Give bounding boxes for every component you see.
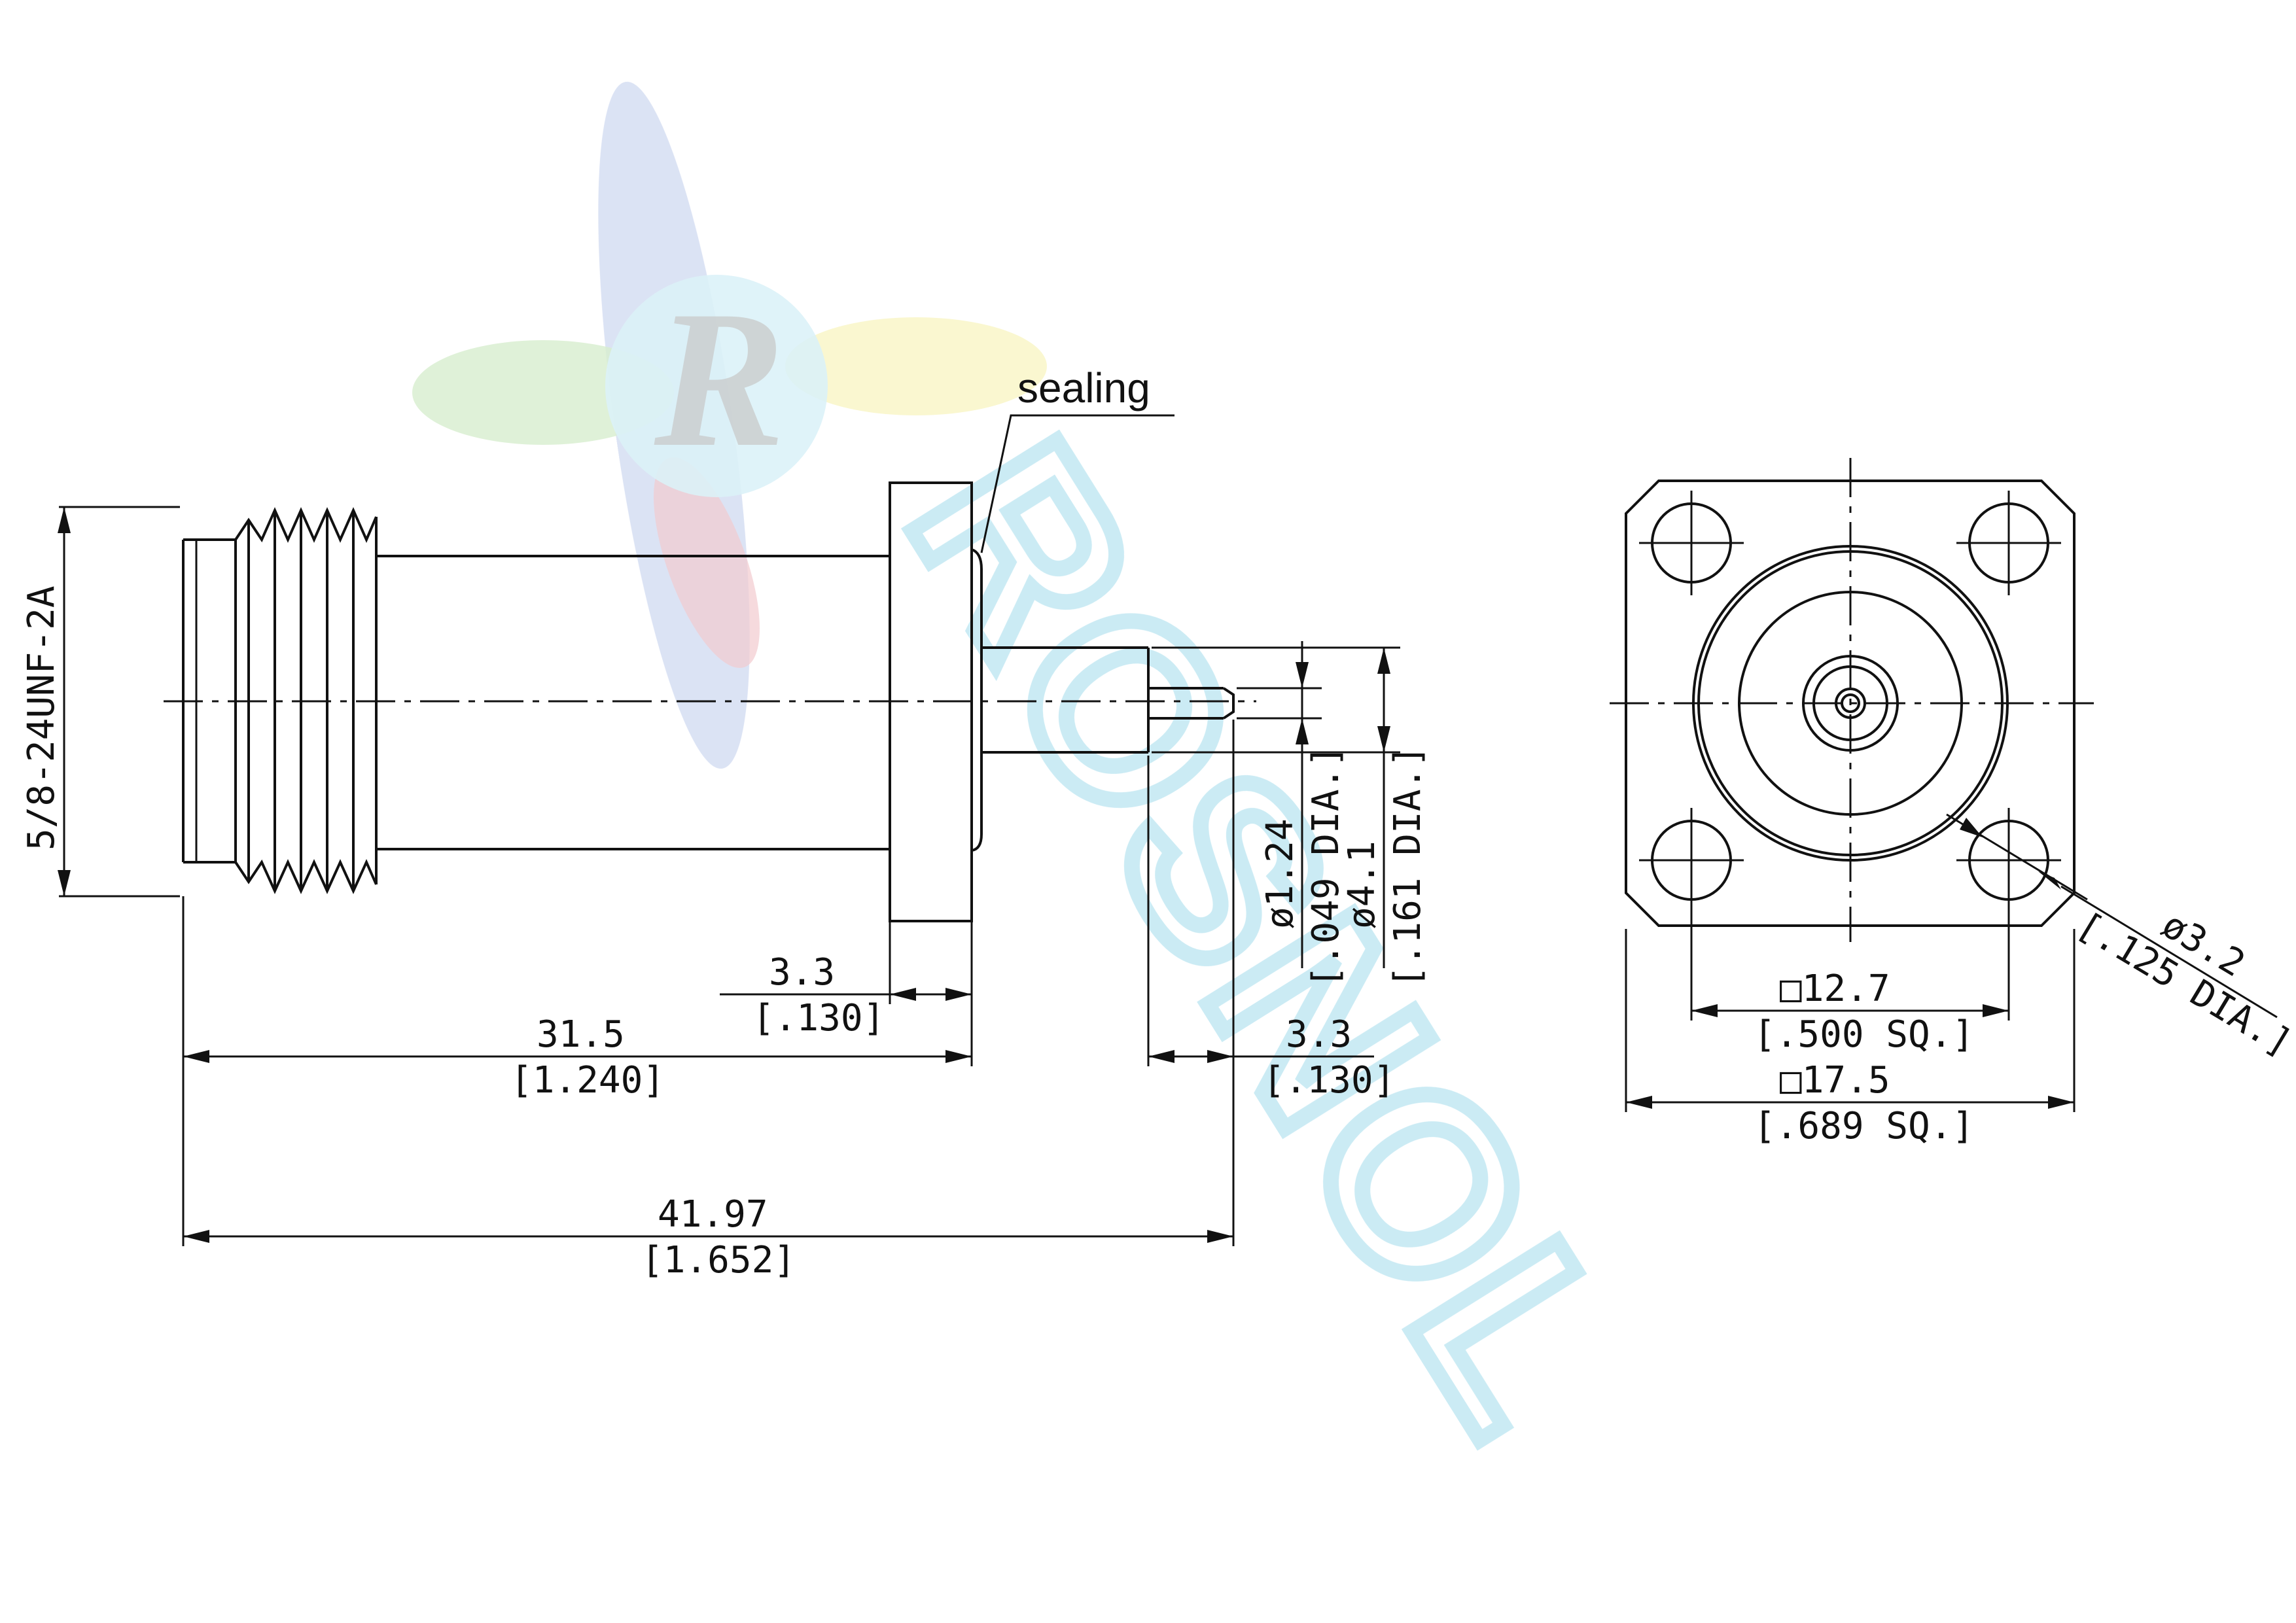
pin-length-mm: 3.3 — [1286, 1013, 1352, 1056]
flange-thickness-mm: 3.3 — [769, 951, 835, 994]
pin-length-inch: [.130] — [1263, 1059, 1395, 1102]
insulator-inner-circle — [1812, 665, 1888, 741]
side-view: sealing 5/8-24UNF-2A 3.3 [.130] 31.5 [1.… — [20, 364, 1429, 1282]
pin-diameter-inch: [.049 DIA.] — [1305, 745, 1347, 988]
hole-spacing-inch: [.500 SQ.] — [1754, 1013, 1974, 1056]
thread-spec-label: 5/8-24UNF-2A — [20, 585, 63, 850]
pin-circle — [1841, 693, 1860, 713]
sealing-bump — [971, 548, 983, 852]
pin-diameter-mm: ø1.24 — [1259, 818, 1301, 929]
flange-thickness-inch: [.130] — [752, 997, 885, 1039]
watermark-logo-letter: R — [651, 270, 785, 487]
front-flange — [1625, 480, 2075, 927]
mounting-hole — [1956, 491, 2061, 595]
insulator-diameter-inch: [.161 DIA.] — [1386, 745, 1429, 988]
front-view: ø3.2 [.125 DIA.] □12.7 [.500 SQ.] □17.5 … — [1610, 458, 2296, 1147]
pin-tip — [1222, 687, 1235, 720]
thread-teeth — [234, 507, 378, 894]
insulator-circle — [1802, 655, 1899, 752]
overall-length-mm: 41.97 — [658, 1193, 768, 1236]
mounting-hole — [1956, 808, 2061, 913]
insulator-diameter-mm: ø4.1 — [1341, 841, 1383, 929]
thread-outer-circle — [1692, 545, 2009, 862]
thread-inner-circle — [1697, 550, 2004, 856]
mounting-hole — [1639, 808, 1744, 913]
body-circle — [1738, 591, 1963, 816]
flange — [889, 481, 973, 922]
body-length-inch: [1.240] — [510, 1059, 665, 1102]
overall-length-inch: [1.652] — [641, 1239, 796, 1282]
mounting-hole — [1639, 491, 1744, 595]
sealing-leader — [980, 414, 1174, 553]
hole-spacing-mm: □12.7 — [1780, 968, 1890, 1010]
watermark-logo: R — [412, 82, 1047, 769]
flange-size-inch: [.689 SQ.] — [1754, 1105, 1974, 1147]
pin-outer-circle — [1835, 688, 1866, 719]
flange-size-mm: □17.5 — [1780, 1059, 1890, 1102]
body-length-mm: 31.5 — [537, 1013, 625, 1056]
sealing-label: sealing — [1017, 364, 1150, 411]
